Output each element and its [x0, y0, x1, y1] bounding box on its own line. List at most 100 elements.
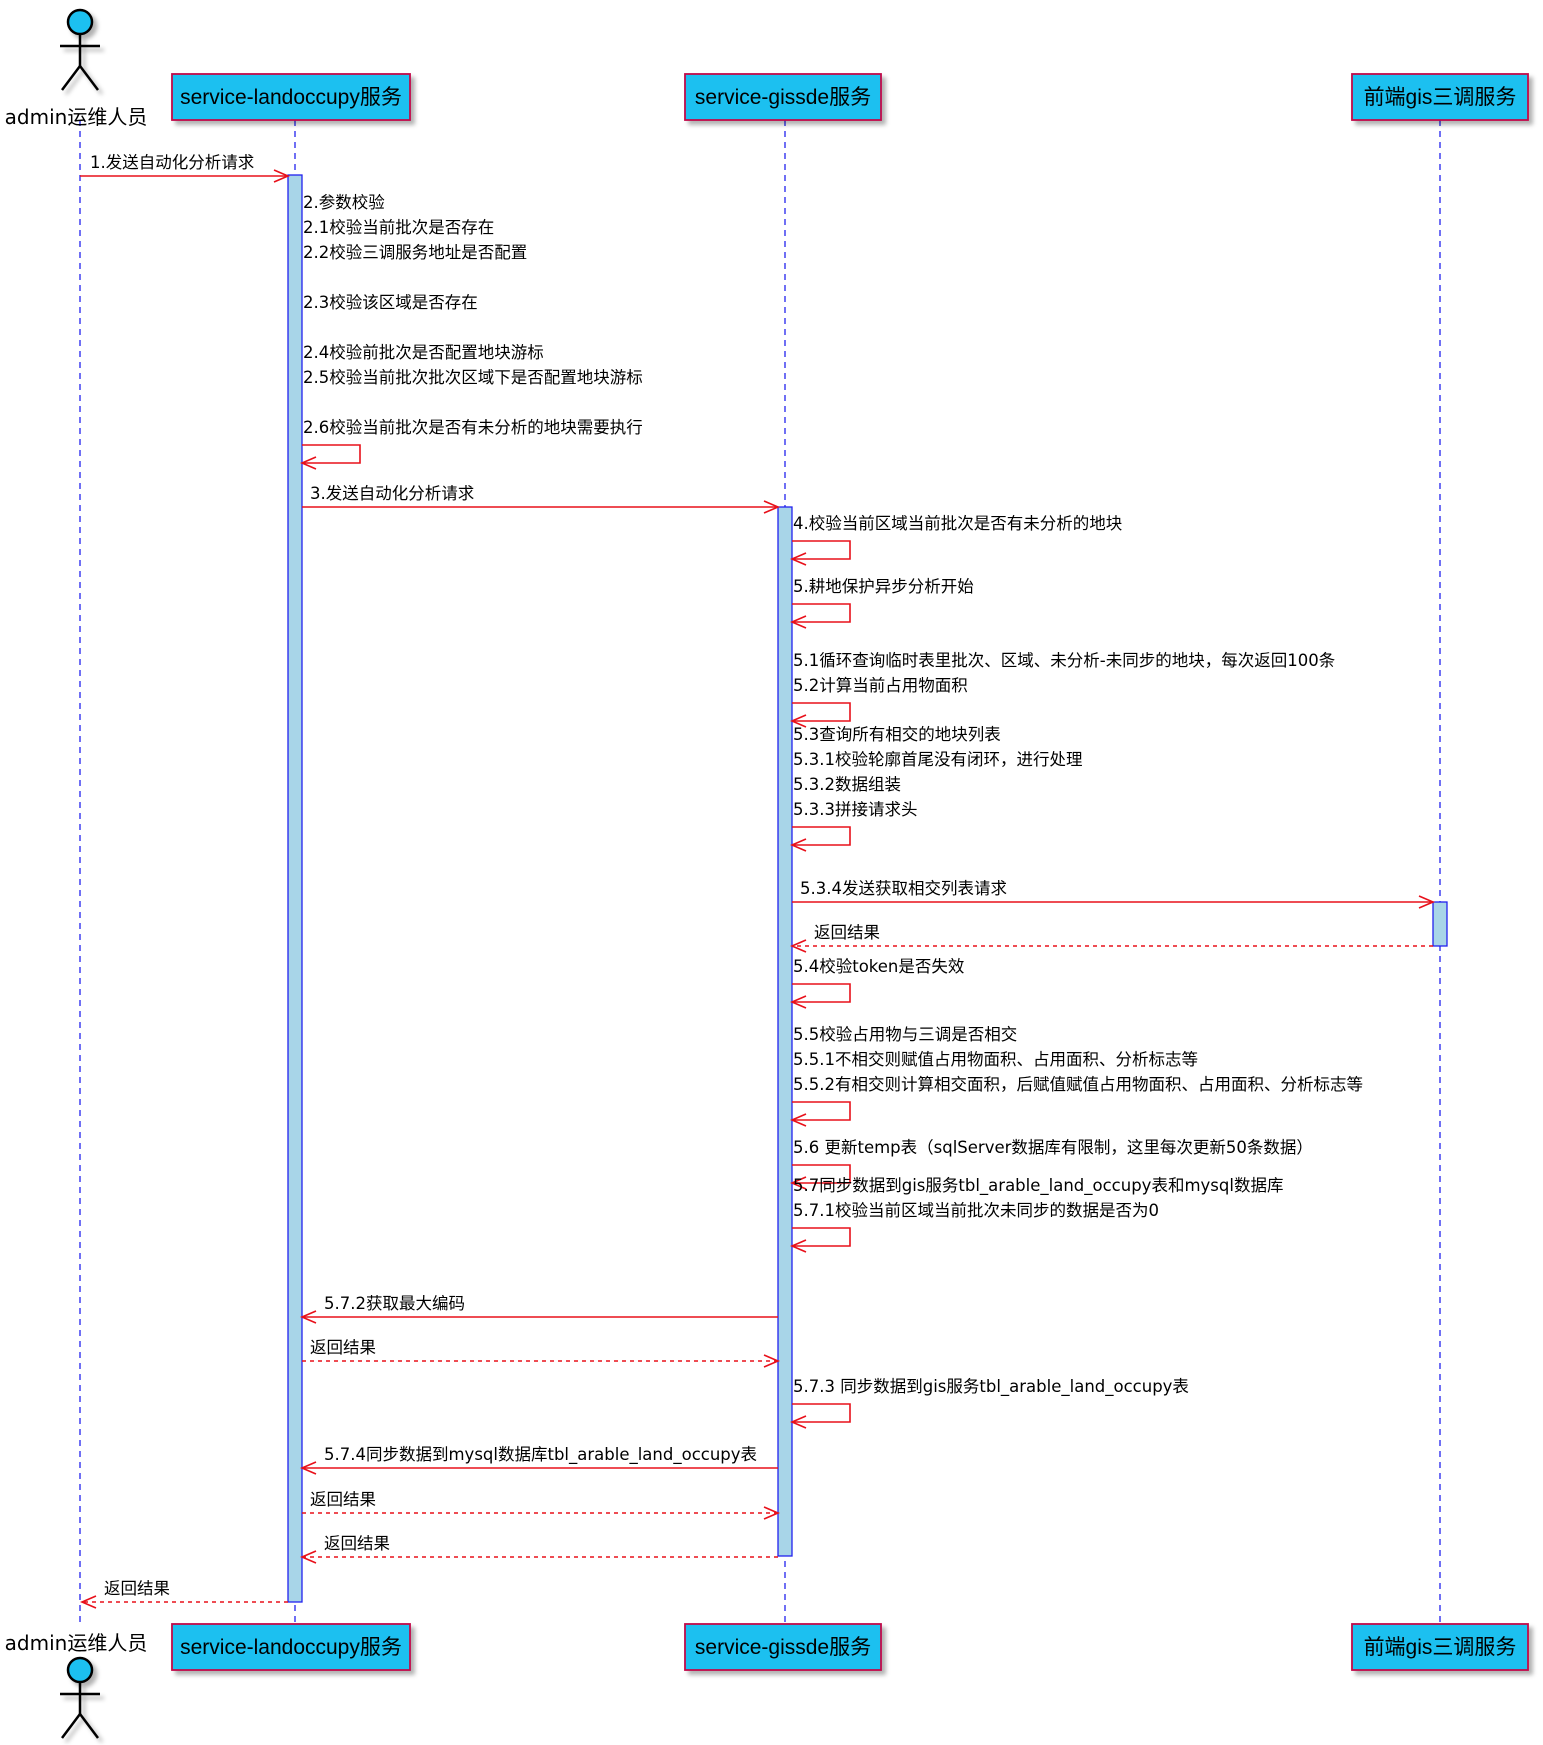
- message-label: 5.7.1校验当前区域当前批次未同步的数据是否为0: [793, 1201, 1159, 1220]
- arrowhead-icon: [789, 552, 807, 566]
- message-label: 5.7.4同步数据到mysql数据库tbl_arable_land_occupy…: [324, 1445, 757, 1465]
- message-3: 3.发送自动化分析请求: [302, 484, 781, 514]
- message-15: 返回结果: [302, 1338, 781, 1368]
- message-label: 2.参数校验: [303, 193, 385, 212]
- participant-box: [171, 1623, 411, 1671]
- arrowhead-icon: [789, 714, 807, 728]
- arrowhead-icon: [299, 1550, 317, 1564]
- arrowhead-icon: [789, 838, 807, 852]
- message-19: 返回结果: [299, 1534, 778, 1564]
- participants-top: admin运维人员 service-landoccupy服务 service-gis…: [5, 8, 1529, 129]
- message-label: 5.3.3拼接请求头: [793, 800, 917, 819]
- participant-label: service-landoccupy服务: [180, 86, 402, 109]
- actor-figure-icon: [60, 8, 100, 91]
- message-7: 5.3查询所有相交的地块列表 5.3.1校验轮廓首尾没有闭环，进行处理 5.3.2数…: [789, 725, 1082, 852]
- participant-gissde-top: service-gissde服务: [684, 73, 882, 121]
- actor-admin-bottom: admin运维人员: [5, 1631, 148, 1739]
- message-label: 1.发送自动化分析请求: [90, 153, 254, 172]
- arrowhead-icon: [789, 1176, 807, 1190]
- message-13: 5.7同步数据到gis服务tbl_arable_land_occupy表和mys…: [789, 1176, 1283, 1253]
- message-label: 2.1校验当前批次是否存在: [303, 218, 494, 237]
- arrowhead-icon: [789, 1415, 807, 1429]
- actor-label: admin运维人员: [5, 1631, 148, 1655]
- participant-gis3-bottom: 前端gis三调服务: [1351, 1623, 1529, 1671]
- self-message-arrow: [792, 603, 851, 623]
- arrowhead-icon: [789, 995, 807, 1009]
- message-2: 2.参数校验 2.1校验当前批次是否存在 2.2校验三调服务地址是否配置 2.3校验该…: [299, 193, 643, 470]
- message-label: 5.耕地保护异步分析开始: [793, 577, 974, 596]
- message-label: 返回结果: [310, 1490, 376, 1509]
- message-label: 5.3.2数据组装: [793, 775, 901, 794]
- participant-label: 前端gis三调服务: [1364, 1636, 1517, 1659]
- participants-bottom: admin运维人员 service-landoccupy服务 service-gis…: [5, 1623, 1529, 1739]
- participant-box: [684, 1623, 882, 1671]
- participant-gis3-top: 前端gis三调服务: [1351, 73, 1529, 121]
- arrowhead-icon: [789, 1113, 807, 1127]
- message-label: 5.7.3 同步数据到gis服务tbl_arable_land_occupy表: [793, 1377, 1189, 1397]
- arrowhead-icon: [299, 1310, 317, 1324]
- message-10: 5.4校验token是否失效: [789, 957, 964, 1009]
- participant-label: 前端gis三调服务: [1364, 86, 1517, 109]
- message-18: 返回结果: [302, 1490, 781, 1520]
- message-label: 2.2校验三调服务地址是否配置: [303, 243, 527, 262]
- self-message-arrow: [792, 826, 851, 846]
- activation-bar-gissde: [777, 506, 793, 1557]
- arrowhead-icon: [763, 1506, 781, 1520]
- message-label: 5.3.1校验轮廓首尾没有闭环，进行处理: [793, 750, 1082, 769]
- message-label: 5.5.2有相交则计算相交面积，后赋值赋值占用物面积、占用面积、分析标志等: [793, 1075, 1363, 1094]
- message-label: 5.3查询所有相交的地块列表: [793, 725, 1001, 744]
- message-4: 4.校验当前区域当前批次是否有未分析的地块: [789, 514, 1122, 566]
- participant-landoccupy-top: service-landoccupy服务: [171, 73, 411, 121]
- self-message-arrow: [302, 444, 361, 464]
- participant-landoccupy-bottom: service-landoccupy服务: [171, 1623, 411, 1671]
- message-1: 1.发送自动化分析请求: [80, 153, 291, 183]
- activation-bar-landoccupy: [287, 174, 303, 1603]
- message-label: 5.7.2获取最大编码: [324, 1294, 465, 1313]
- participant-label: service-gissde服务: [695, 86, 871, 109]
- message-20: 返回结果: [79, 1579, 288, 1609]
- message-label: 5.6 更新temp表（sqlServer数据库有限制，这里每次更新50条数据）: [793, 1138, 1313, 1157]
- message-9: 返回结果: [789, 923, 1433, 953]
- participant-box: [171, 73, 411, 121]
- message-16: 5.7.3 同步数据到gis服务tbl_arable_land_occupy表: [789, 1377, 1189, 1429]
- arrowhead-icon: [273, 169, 291, 183]
- message-17: 5.7.4同步数据到mysql数据库tbl_arable_land_occupy…: [299, 1445, 778, 1475]
- arrowhead-icon: [789, 939, 807, 953]
- activation-bar-gis3: [1432, 901, 1448, 947]
- participant-box: [1351, 73, 1529, 121]
- self-message-arrow: [792, 1164, 851, 1184]
- message-12: 5.6 更新temp表（sqlServer数据库有限制，这里每次更新50条数据）: [789, 1138, 1313, 1190]
- messages: 1.发送自动化分析请求 2.参数校验 2.1校验当前批次是否存在 2.2校验三调服务地…: [79, 153, 1436, 1609]
- message-label: 返回结果: [324, 1534, 390, 1553]
- self-message-arrow: [792, 983, 851, 1003]
- message-label: 2.3校验该区域是否存在: [303, 293, 478, 312]
- message-label: 返回结果: [814, 923, 880, 942]
- message-label: 4.校验当前区域当前批次是否有未分析的地块: [793, 514, 1122, 533]
- arrowhead-icon: [299, 456, 317, 470]
- participant-box: [684, 73, 882, 121]
- self-message-arrow: [792, 1403, 851, 1423]
- participant-gissde-bottom: service-gissde服务: [684, 1623, 882, 1671]
- message-label: 5.4校验token是否失效: [793, 957, 964, 976]
- message-label: 5.7同步数据到gis服务tbl_arable_land_occupy表和mys…: [793, 1176, 1283, 1196]
- message-label: 5.5.1不相交则赋值占用物面积、占用面积、分析标志等: [793, 1050, 1198, 1069]
- message-11: 5.5校验占用物与三调是否相交5.5.1不相交则赋值占用物面积、占用面积、分析标…: [789, 1025, 1363, 1127]
- message-label: 5.3.4发送获取相交列表请求: [800, 879, 1007, 898]
- participant-label: service-landoccupy服务: [180, 1636, 402, 1659]
- arrowhead-icon: [763, 1354, 781, 1368]
- self-message-arrow: [792, 702, 851, 722]
- lifelines: [79, 120, 1441, 1624]
- message-5: 5.耕地保护异步分析开始: [789, 577, 974, 629]
- message-14: 5.7.2获取最大编码: [299, 1294, 778, 1324]
- actor-label: admin运维人员: [5, 105, 148, 129]
- message-label: 2.5校验当前批次批次区域下是否配置地块游标: [303, 368, 643, 387]
- message-label: 返回结果: [310, 1338, 376, 1357]
- message-label: 返回结果: [104, 1579, 170, 1598]
- arrowhead-icon: [1418, 895, 1436, 909]
- message-8: 5.3.4发送获取相交列表请求: [792, 879, 1436, 909]
- arrowhead-icon: [299, 1461, 317, 1475]
- actor-figure-icon: [60, 1656, 100, 1739]
- participant-label: service-gissde服务: [695, 1636, 871, 1659]
- self-message-arrow: [792, 540, 851, 560]
